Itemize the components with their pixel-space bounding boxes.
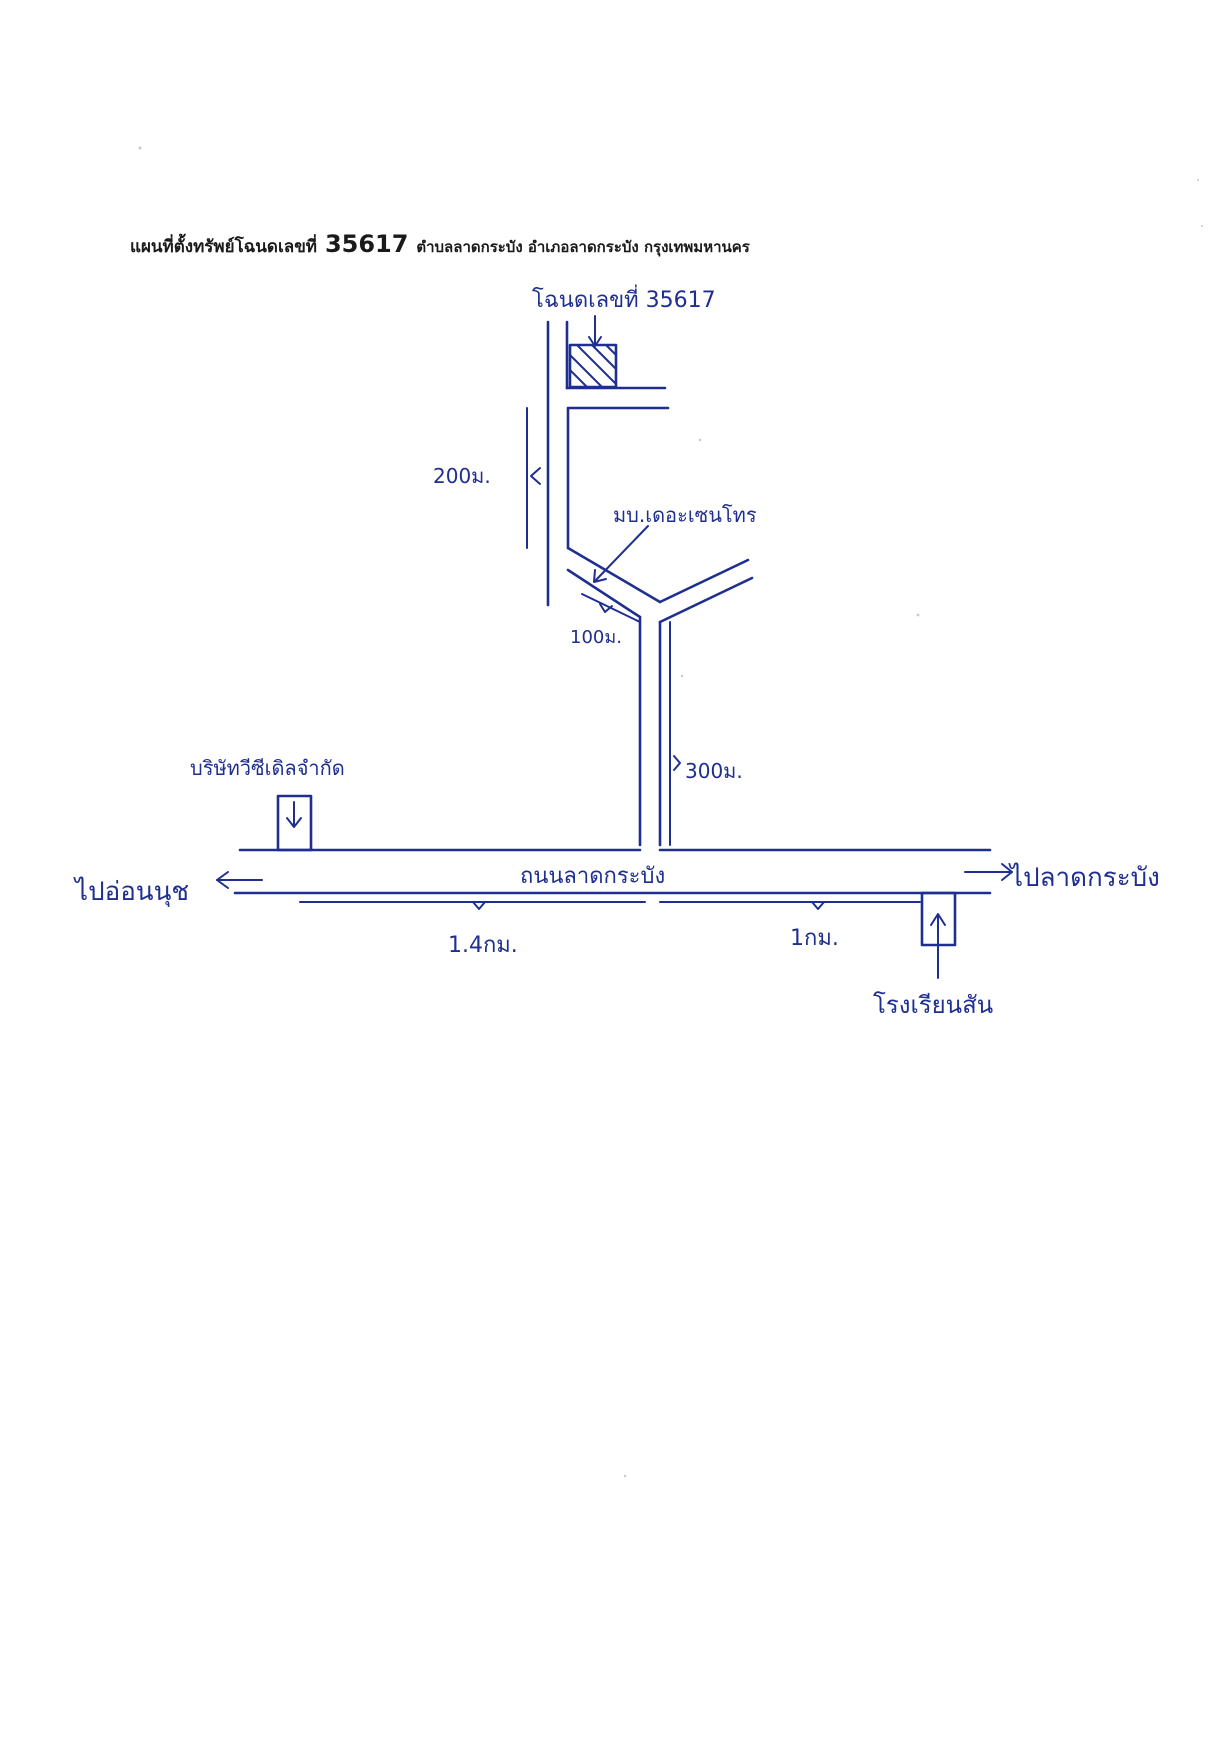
distance-300-label: 300ม. <box>685 759 743 783</box>
upper-lane <box>546 320 670 607</box>
distance-100-label: 100ม. <box>570 627 622 648</box>
junction-left-upper <box>566 546 662 604</box>
plot-hatch <box>605 344 617 356</box>
scan-speck <box>680 674 684 678</box>
scan-speck <box>1197 179 1199 181</box>
distance-west-label: 1.4กม. <box>448 933 518 958</box>
deed-plot-marker <box>568 343 618 389</box>
village-pointer-arrowhead <box>593 569 607 583</box>
plot-hatch <box>576 344 617 385</box>
scan-speck <box>698 438 702 442</box>
village-pointer-arrow <box>595 525 649 581</box>
company-arrowhead <box>286 817 302 828</box>
plot-hatch <box>569 369 588 388</box>
school-arrowhead <box>930 913 946 926</box>
dimension-tick-300 <box>673 755 681 771</box>
plot-hatch <box>591 344 617 370</box>
deed-label: โฉนดเลขที่ 35617 <box>532 284 716 313</box>
dimension-tick-100 <box>599 603 613 613</box>
school-marker <box>920 891 957 979</box>
dimension-tick-east <box>811 901 825 910</box>
scan-speck <box>1201 225 1203 227</box>
to-east-label: ไปลาดกระบัง <box>1008 862 1160 893</box>
main-road-label: ถนนลาดกระบัง <box>520 864 665 889</box>
company-marker <box>276 794 313 852</box>
east-direction-arrowhead <box>1001 863 1013 881</box>
plot-hatch <box>569 354 603 388</box>
village-label: มบ.เดอะเซนโทร <box>613 503 757 527</box>
company-label: บริษัทวีซีเดิลจำกัด <box>190 756 345 780</box>
lower-lane <box>638 615 681 847</box>
scan-speck <box>138 146 142 150</box>
dimension-tick-west <box>472 901 486 910</box>
school-label: โรงเรียนสัน <box>873 991 993 1019</box>
title-deed-number: 35617 <box>324 230 409 258</box>
dimension-tick-200 <box>530 467 541 485</box>
distance-200-label: 200ม. <box>433 464 491 488</box>
deed-pointer-arrowhead <box>588 336 602 347</box>
scan-speck <box>916 613 920 617</box>
junction-right-lower <box>658 576 754 624</box>
page-title: แผนที่ตั้งทรัพย์โฉนดเลขที่ 35617 ตำบลลาด… <box>130 230 1130 260</box>
scan-speck <box>623 1474 627 1478</box>
junction-right-upper <box>658 558 750 604</box>
distance-east-label: 1กม. <box>790 926 839 951</box>
to-west-label: ไปอ่อนนุช <box>73 876 189 907</box>
title-location: ตำบลลาดกระบัง อำเภอลาดกระบัง กรุงเทพมหาน… <box>416 238 750 256</box>
junction-left-lower <box>566 568 642 619</box>
company-box <box>276 794 313 852</box>
title-prefix: แผนที่ตั้งทรัพย์โฉนดเลขที่ <box>130 237 318 257</box>
plot-box <box>568 343 618 389</box>
y-junction <box>566 546 754 624</box>
west-direction-arrowhead <box>216 871 229 889</box>
